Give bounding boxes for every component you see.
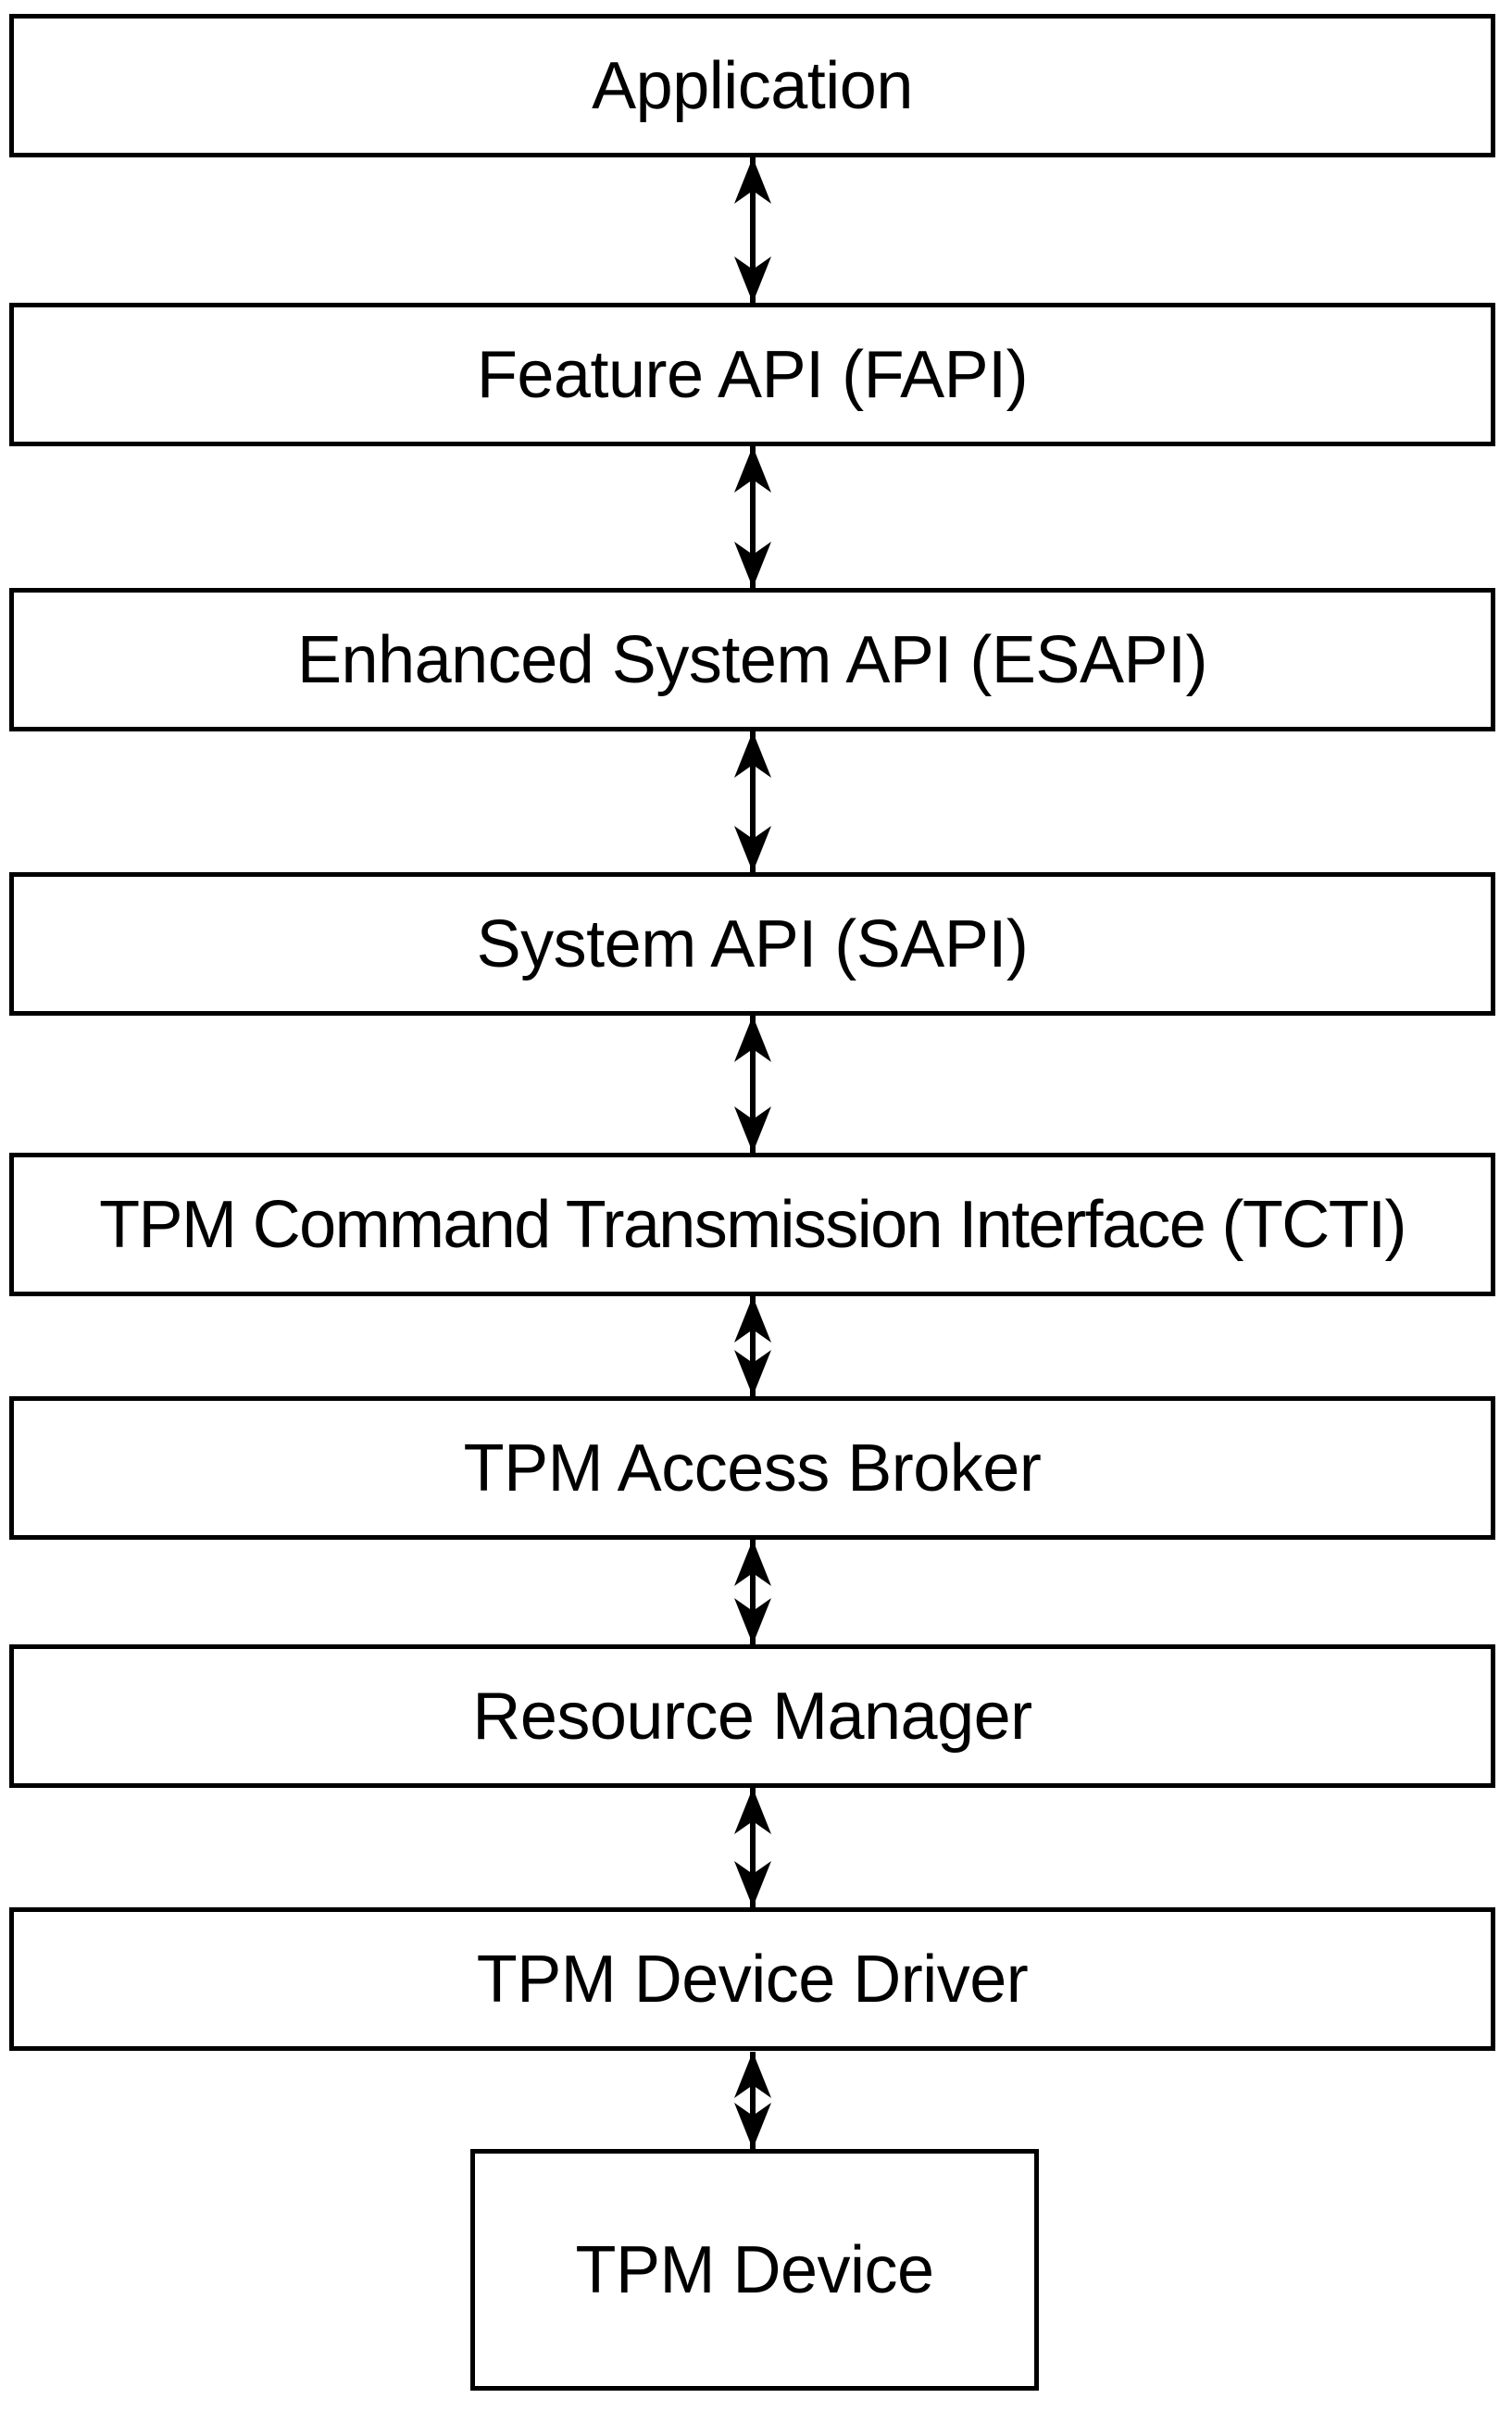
layer-box-sapi: System API (SAPI) — [9, 872, 1495, 1016]
arrowhead-up — [734, 731, 771, 778]
layer-box-tcti: TPM Command Transmission Interface (TCTI… — [9, 1153, 1495, 1296]
connector-resource-manager-to-device-driver — [725, 1788, 781, 1907]
arrowhead-down — [734, 826, 771, 872]
arrowhead-down — [734, 2103, 771, 2149]
layer-box-esapi: Enhanced System API (ESAPI) — [9, 588, 1495, 731]
layer-label-device-driver: TPM Device Driver — [476, 1942, 1029, 2017]
arrow-shaft — [750, 1296, 756, 1396]
layer-label-resource-manager: Resource Manager — [472, 1679, 1032, 1754]
arrow-shaft — [750, 446, 756, 588]
layer-label-esapi: Enhanced System API (ESAPI) — [297, 622, 1207, 697]
arrowhead-down — [734, 1106, 771, 1153]
arrowhead-up — [734, 2052, 771, 2098]
arrowhead-down — [734, 1861, 771, 1907]
arrowhead-down — [734, 542, 771, 588]
connector-sapi-to-tcti — [725, 1016, 781, 1153]
layer-label-fapi: Feature API (FAPI) — [476, 337, 1029, 412]
connector-application-to-fapi — [725, 157, 781, 303]
layer-box-tpm-device: TPM Device — [470, 2149, 1039, 2391]
arrow-shaft — [750, 2052, 756, 2149]
layer-box-resource-manager: Resource Manager — [9, 1644, 1495, 1788]
layer-box-fapi: Feature API (FAPI) — [9, 303, 1495, 446]
connector-esapi-to-sapi — [725, 731, 781, 872]
arrowhead-up — [734, 1296, 771, 1343]
layer-label-tpm-device: TPM Device — [575, 2232, 934, 2307]
arrow-shaft — [750, 1540, 756, 1644]
arrowhead-down — [734, 256, 771, 303]
layer-label-access-broker: TPM Access Broker — [463, 1430, 1042, 1505]
layer-label-sapi: System API (SAPI) — [476, 906, 1029, 981]
layer-label-application: Application — [592, 48, 913, 123]
arrow-shaft — [750, 731, 756, 872]
arrowhead-up — [734, 1016, 771, 1062]
arrowhead-down — [734, 1598, 771, 1644]
connector-fapi-to-esapi — [725, 446, 781, 588]
connector-access-broker-to-resource-manager — [725, 1540, 781, 1644]
connector-device-driver-to-tpm-device — [725, 2052, 781, 2149]
arrowhead-up — [734, 446, 771, 493]
connector-tcti-to-access-broker — [725, 1296, 781, 1396]
layer-label-tcti: TPM Command Transmission Interface (TCTI… — [99, 1187, 1406, 1262]
arrow-shaft — [750, 1016, 756, 1153]
arrow-shaft — [750, 157, 756, 303]
arrowhead-up — [734, 1788, 771, 1834]
arrowhead-up — [734, 157, 771, 204]
arrowhead-down — [734, 1350, 771, 1396]
layer-box-access-broker: TPM Access Broker — [9, 1396, 1495, 1540]
layer-box-application: Application — [9, 14, 1495, 157]
layer-box-device-driver: TPM Device Driver — [9, 1907, 1495, 2051]
arrow-shaft — [750, 1788, 756, 1907]
arrowhead-up — [734, 1540, 771, 1586]
